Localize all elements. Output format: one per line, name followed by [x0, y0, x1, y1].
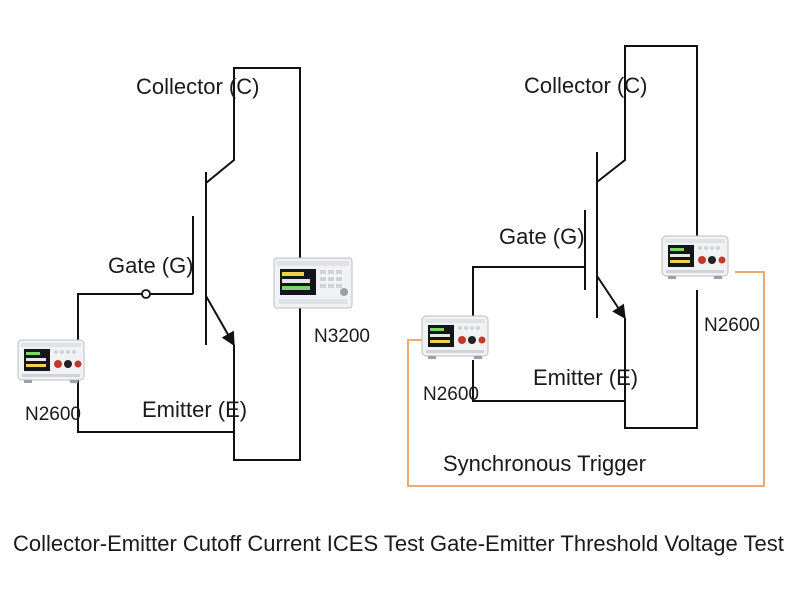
collector-wire-right	[596, 45, 698, 238]
right-caption: Gate-Emitter Threshold Voltage Test	[430, 531, 784, 556]
right-gate-label: Gate (G)	[499, 224, 585, 249]
gate-terminal-icon	[141, 289, 151, 299]
left-emitter-label: Emitter (E)	[142, 397, 247, 422]
trigger-label: Synchronous Trigger	[443, 451, 646, 476]
left-gate-label: Gate (G)	[108, 253, 194, 278]
emitter-return-right	[624, 290, 698, 429]
emitter-wire-right	[472, 360, 625, 402]
right-instrument-a-label: N2600	[423, 384, 479, 405]
gate-wire-right	[472, 266, 585, 316]
smu-instrument-icon	[17, 339, 85, 384]
igbt-symbol-icon	[584, 152, 626, 320]
left-instrument-b-label: N3200	[314, 326, 370, 347]
left-caption: Collector-Emitter Cutoff Current ICES Te…	[13, 531, 424, 556]
right-collector-label: Collector (C)	[524, 73, 647, 98]
synchronous-trigger-line	[407, 271, 765, 487]
smu-instrument-icon	[421, 315, 489, 360]
igbt-symbol-icon	[141, 172, 235, 432]
left-collector-label: Collector (C)	[136, 74, 259, 99]
right-instrument-b-label: N2600	[704, 315, 760, 336]
right-circuit: Collector (C) Gate (G) Emitter (E) N2600…	[407, 45, 784, 556]
right-emitter-label: Emitter (E)	[533, 365, 638, 390]
left-circuit: Collector (C) Gate (G) Emitter (E) N2600…	[13, 67, 424, 556]
left-instrument-a-label: N2600	[25, 404, 81, 425]
smu-instrument-icon	[661, 235, 729, 280]
electronic-load-icon	[273, 257, 353, 309]
